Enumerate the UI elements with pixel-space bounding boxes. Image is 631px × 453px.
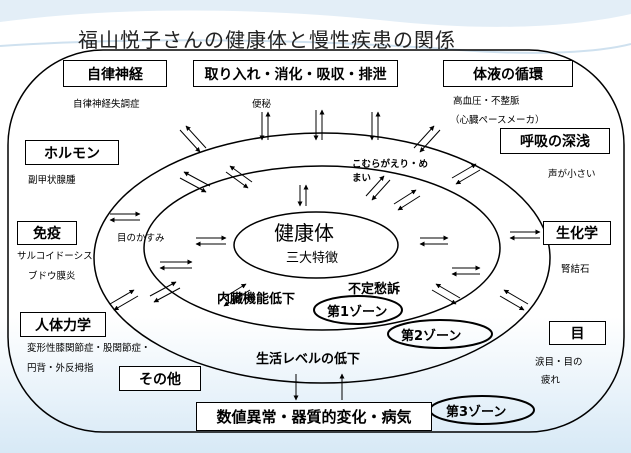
category-mechanics: 人体力学: [20, 312, 106, 337]
category-biochem: 生化学: [543, 221, 611, 245]
category-immune: 免疫: [17, 221, 77, 245]
symptom-immune-1: サルコイドーシス: [17, 251, 93, 262]
zone-2-label: 第2ゾーン: [401, 329, 462, 344]
zone-1-label-ellipse: [313, 295, 403, 325]
symptom-biochem: 腎結石: [561, 264, 590, 275]
inner-organ: 内臓機能低下: [217, 292, 296, 307]
zone-2-label-ellipse: [387, 319, 493, 349]
arrows: [109, 109, 541, 401]
category-fluid: 体液の循環: [443, 60, 573, 87]
symptom-eye-haze: 目のかすみ: [117, 233, 165, 244]
category-other: その他: [119, 366, 201, 391]
zone-1-ellipse: [143, 165, 501, 331]
symptom-mechanics-1: 変形性膝関節症・股関節症・: [27, 343, 151, 354]
inner-life: 生活レベルの低下: [256, 352, 361, 367]
category-autonomic: 自律神経: [63, 60, 167, 87]
symptom-eye-2: 疲れ: [541, 375, 561, 386]
symptom-immune-2: ブドウ膜炎: [28, 271, 76, 282]
center-ellipse: [233, 211, 399, 279]
outer-frame: [7, 49, 625, 433]
symptom-autonomic: 自律神経失調症: [73, 99, 140, 110]
center-label: 健康体: [274, 221, 334, 245]
symptom-cramp-1: こむらがえり・め: [352, 159, 429, 170]
category-breath: 呼吸の深浅: [500, 128, 610, 154]
symptom-eye-1: 涙目・目の: [535, 357, 583, 368]
category-digestion: 取り入れ・消化・吸収・排泄: [193, 60, 398, 87]
symptom-breath: 声が小さい: [548, 169, 596, 180]
zone-1-label: 第1ゾーン: [327, 305, 388, 320]
category-eye: 目: [549, 321, 606, 345]
symptom-fluid-2: （心臓ペースメーカ）: [450, 115, 545, 126]
inner-complaint: 不定愁訴: [348, 282, 401, 297]
symptom-digestion: 便秘: [252, 99, 272, 110]
symptom-cramp-2: まい: [352, 173, 372, 184]
symptom-hormone: 副甲状腺腫: [28, 175, 76, 186]
symptom-fluid-1: 高血圧・不整脈: [453, 96, 520, 107]
symptom-mechanics-2: 円背・外反拇指: [27, 363, 94, 374]
category-hormone: ホルモン: [25, 140, 119, 165]
zone-3-label: 第3ゾーン: [446, 405, 507, 420]
center-sub: 三大特徴: [286, 251, 339, 266]
category-bottom: 数値異常・器質的変化・病気: [196, 402, 432, 431]
slide-title: 福山悦子さんの健康体と慢性疾患の関係: [78, 28, 456, 52]
